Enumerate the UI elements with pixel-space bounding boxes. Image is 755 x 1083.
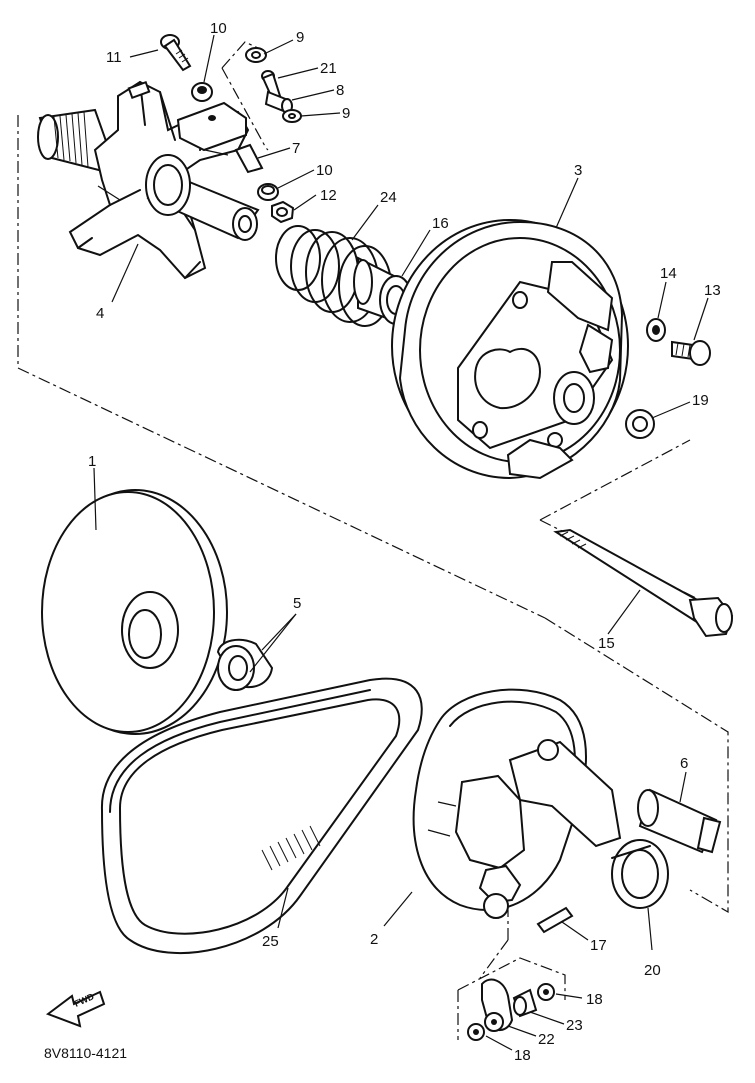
- callout-9-lower: 9: [342, 105, 350, 122]
- callout-11: 11: [106, 49, 122, 66]
- callout-10-upper: 10: [210, 20, 227, 37]
- callout-15: 15: [598, 635, 615, 652]
- callout-13: 13: [704, 282, 721, 299]
- part-1-sheave-disc: [41, 489, 228, 735]
- callout-7: 7: [292, 140, 300, 157]
- callout-16: 16: [432, 215, 449, 232]
- callout-10-lower: 10: [316, 162, 333, 179]
- callout-22: 22: [538, 1031, 555, 1048]
- part-6-sleeve: [637, 788, 722, 854]
- part-19-washer: [625, 409, 655, 439]
- callout-20: 20: [644, 962, 661, 979]
- part-15-long-bolt: [553, 528, 734, 638]
- part-10-cap-upper: [191, 82, 213, 102]
- callout-4: 4: [96, 305, 104, 322]
- callout-labels: 11 10 9 21 8 9 7 10 12 24 16 3 14 13 19 …: [88, 20, 721, 1064]
- callout-19: 19: [692, 392, 709, 409]
- callout-18-upper: 18: [586, 991, 603, 1008]
- callout-23: 23: [566, 1017, 583, 1034]
- part-9-washer-lower: [282, 109, 302, 123]
- part-25-v-belt: [100, 677, 423, 955]
- forward-arrow-icon: FWD: [45, 990, 106, 1028]
- part-3-cover: [391, 219, 629, 480]
- part-16-bushing: [353, 256, 413, 325]
- callout-8: 8: [336, 82, 344, 99]
- part-10-cap-lower: [257, 183, 279, 201]
- callout-2: 2: [370, 931, 378, 948]
- callout-25: 25: [262, 933, 279, 950]
- part-17-pin: [536, 906, 574, 934]
- callout-6: 6: [680, 755, 688, 772]
- leader-lines: [93, 34, 709, 1051]
- callout-9-upper: 9: [296, 29, 304, 46]
- callout-14: 14: [660, 265, 677, 282]
- callout-12: 12: [320, 187, 337, 204]
- callout-1: 1: [88, 453, 96, 470]
- part-22-weight: [481, 978, 514, 1032]
- part-13-bolt: [671, 340, 711, 366]
- part-18-washer-upper: [537, 983, 555, 1001]
- part-18-washer-lower: [467, 1023, 485, 1041]
- part-14-washer: [646, 318, 666, 342]
- part-2-movable-sheave: [412, 688, 622, 919]
- part-11-bolt: [160, 34, 192, 72]
- callout-21: 21: [320, 60, 337, 77]
- part-23-bushing: [512, 988, 538, 1018]
- callout-18-lower: 18: [514, 1047, 531, 1064]
- callout-5: 5: [293, 595, 301, 612]
- part-7-slider-pin: [234, 143, 264, 174]
- part-12-nut: [271, 200, 295, 224]
- callout-3: 3: [574, 162, 582, 179]
- callout-24: 24: [380, 189, 397, 206]
- part-9-washer-upper: [245, 47, 267, 63]
- part-20-seal: [611, 839, 669, 909]
- figure-code: 8V8110-4121: [44, 1045, 127, 1061]
- part-5-bushing: [216, 638, 274, 691]
- callout-17: 17: [590, 937, 607, 954]
